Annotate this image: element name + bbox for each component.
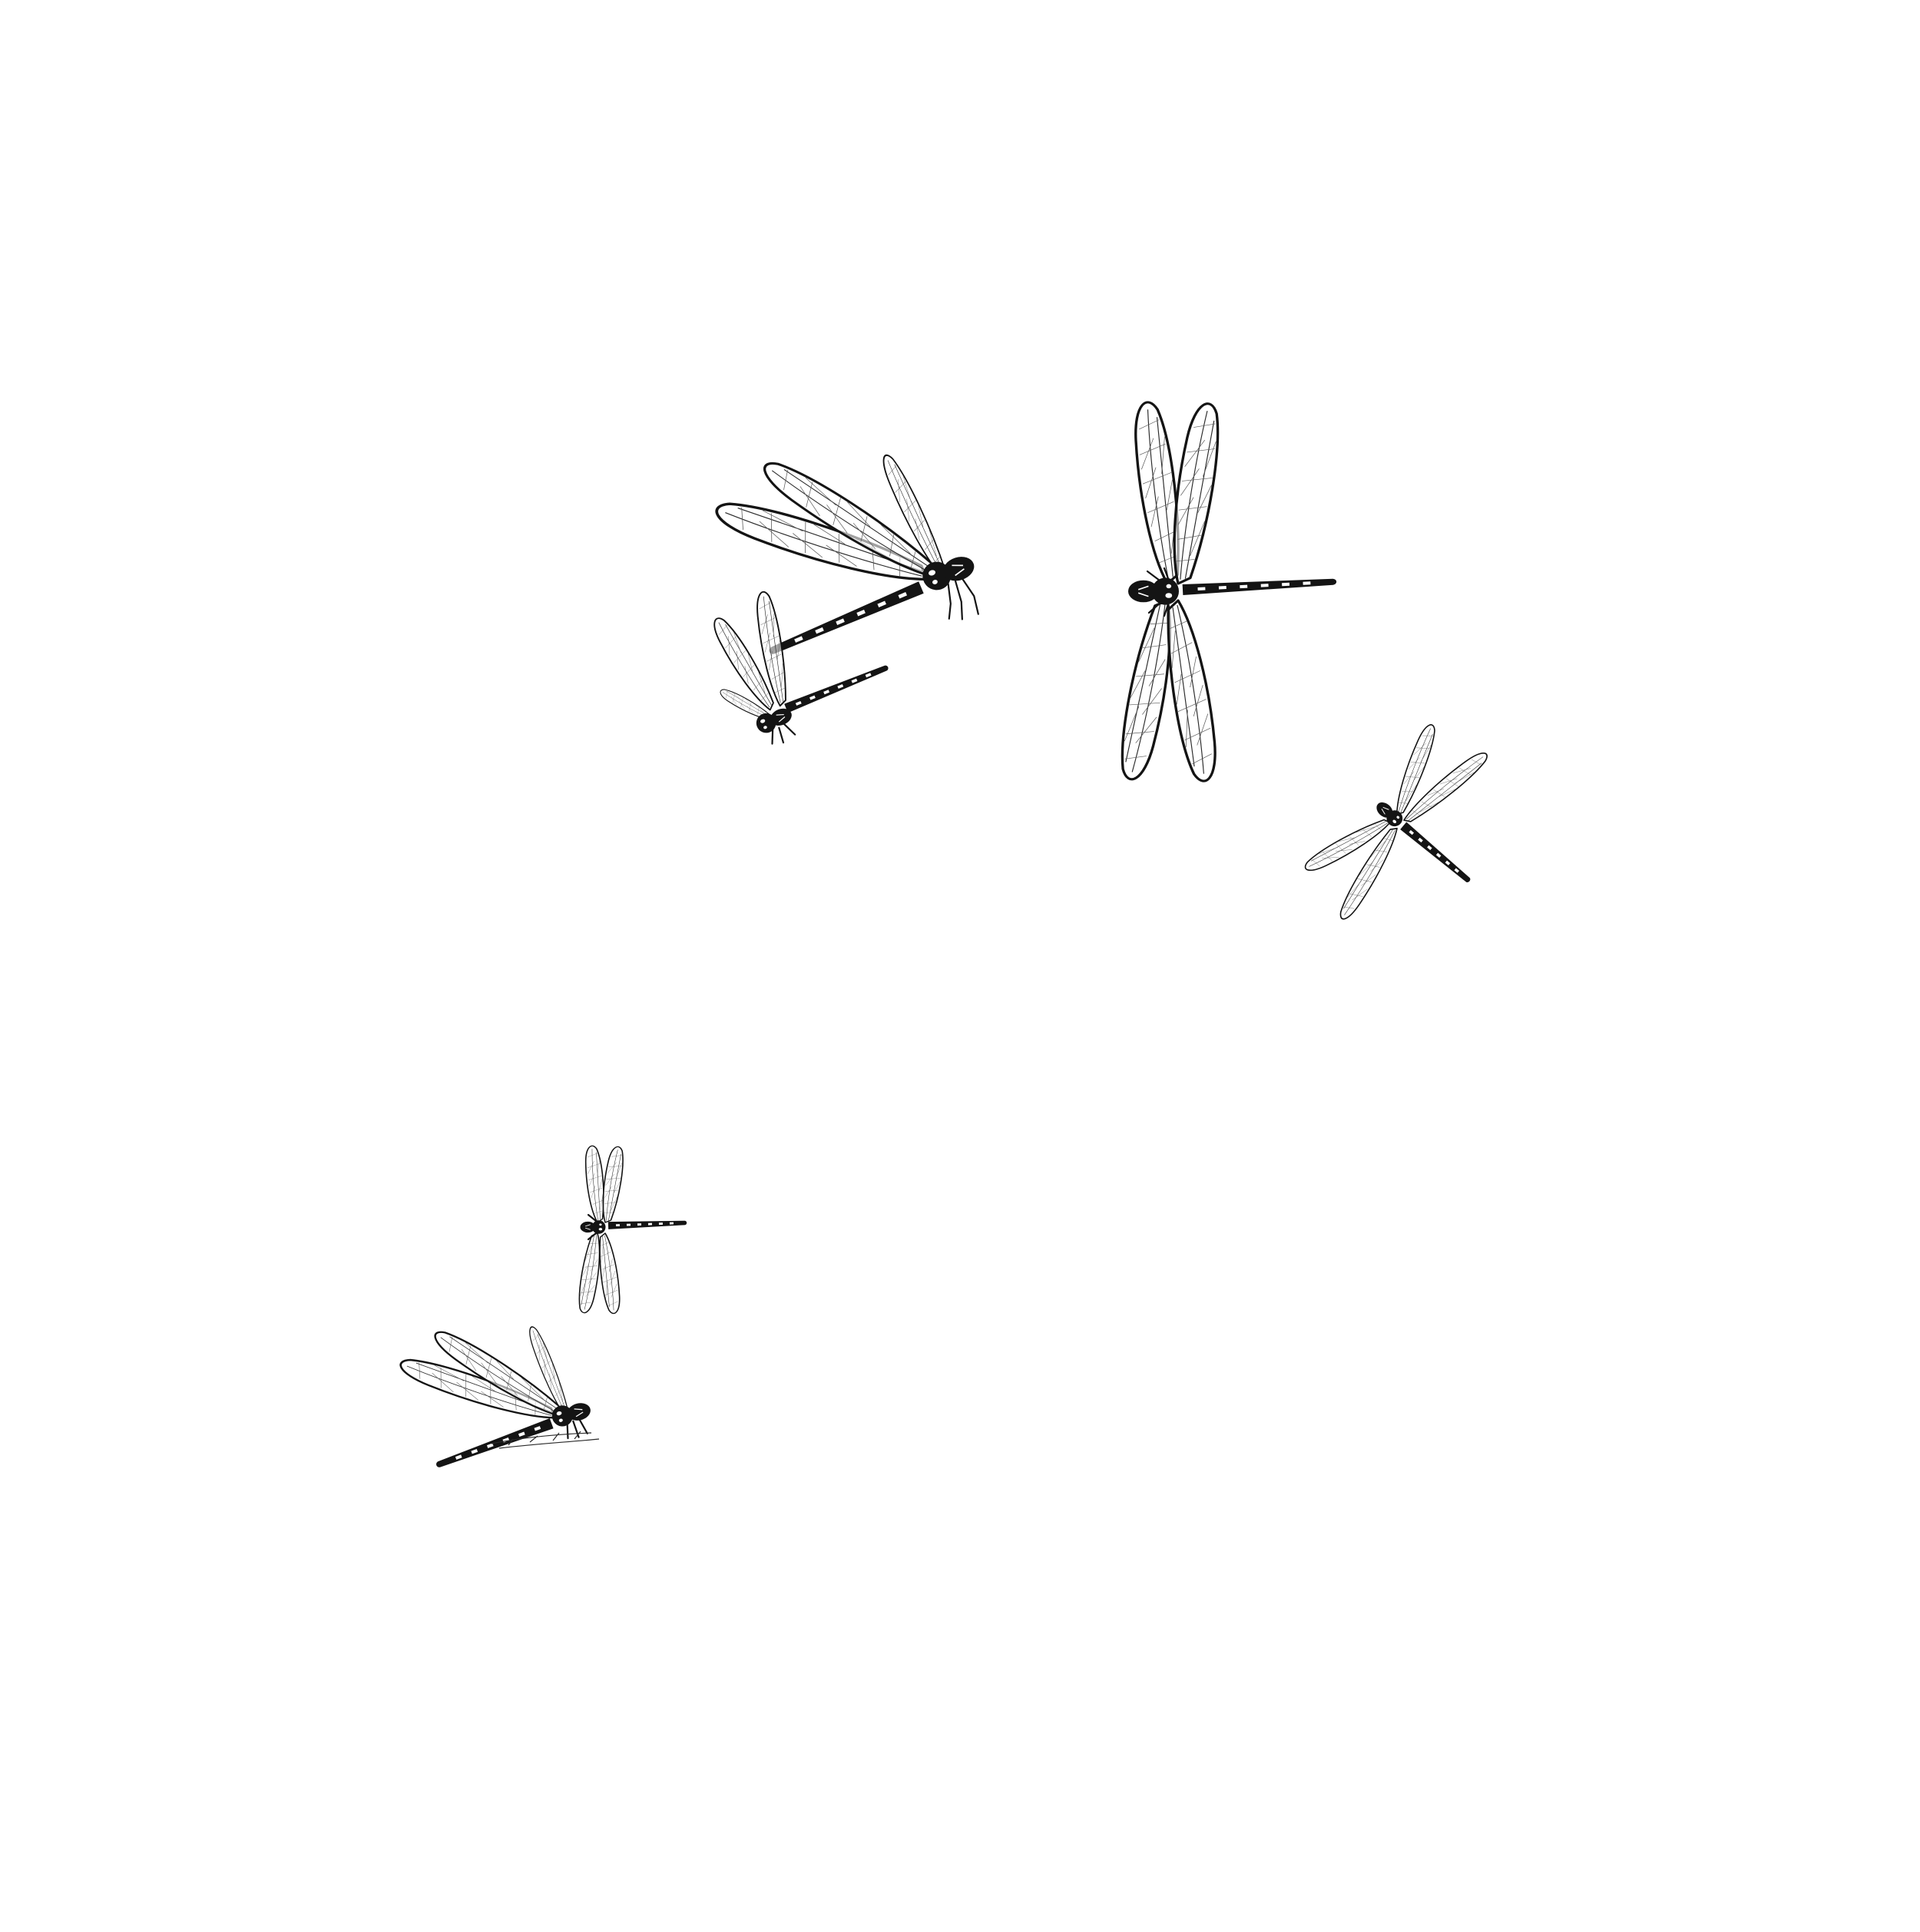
dragonfly-6 <box>396 1324 594 1471</box>
ground-hatching <box>491 1431 600 1449</box>
dragonfly-2 <box>1114 399 1337 786</box>
dragonfly-5 <box>575 1144 687 1315</box>
dragonfly-3 <box>707 589 890 745</box>
dragonfly-4 <box>1301 721 1492 924</box>
dragonfly-1 <box>710 451 979 658</box>
